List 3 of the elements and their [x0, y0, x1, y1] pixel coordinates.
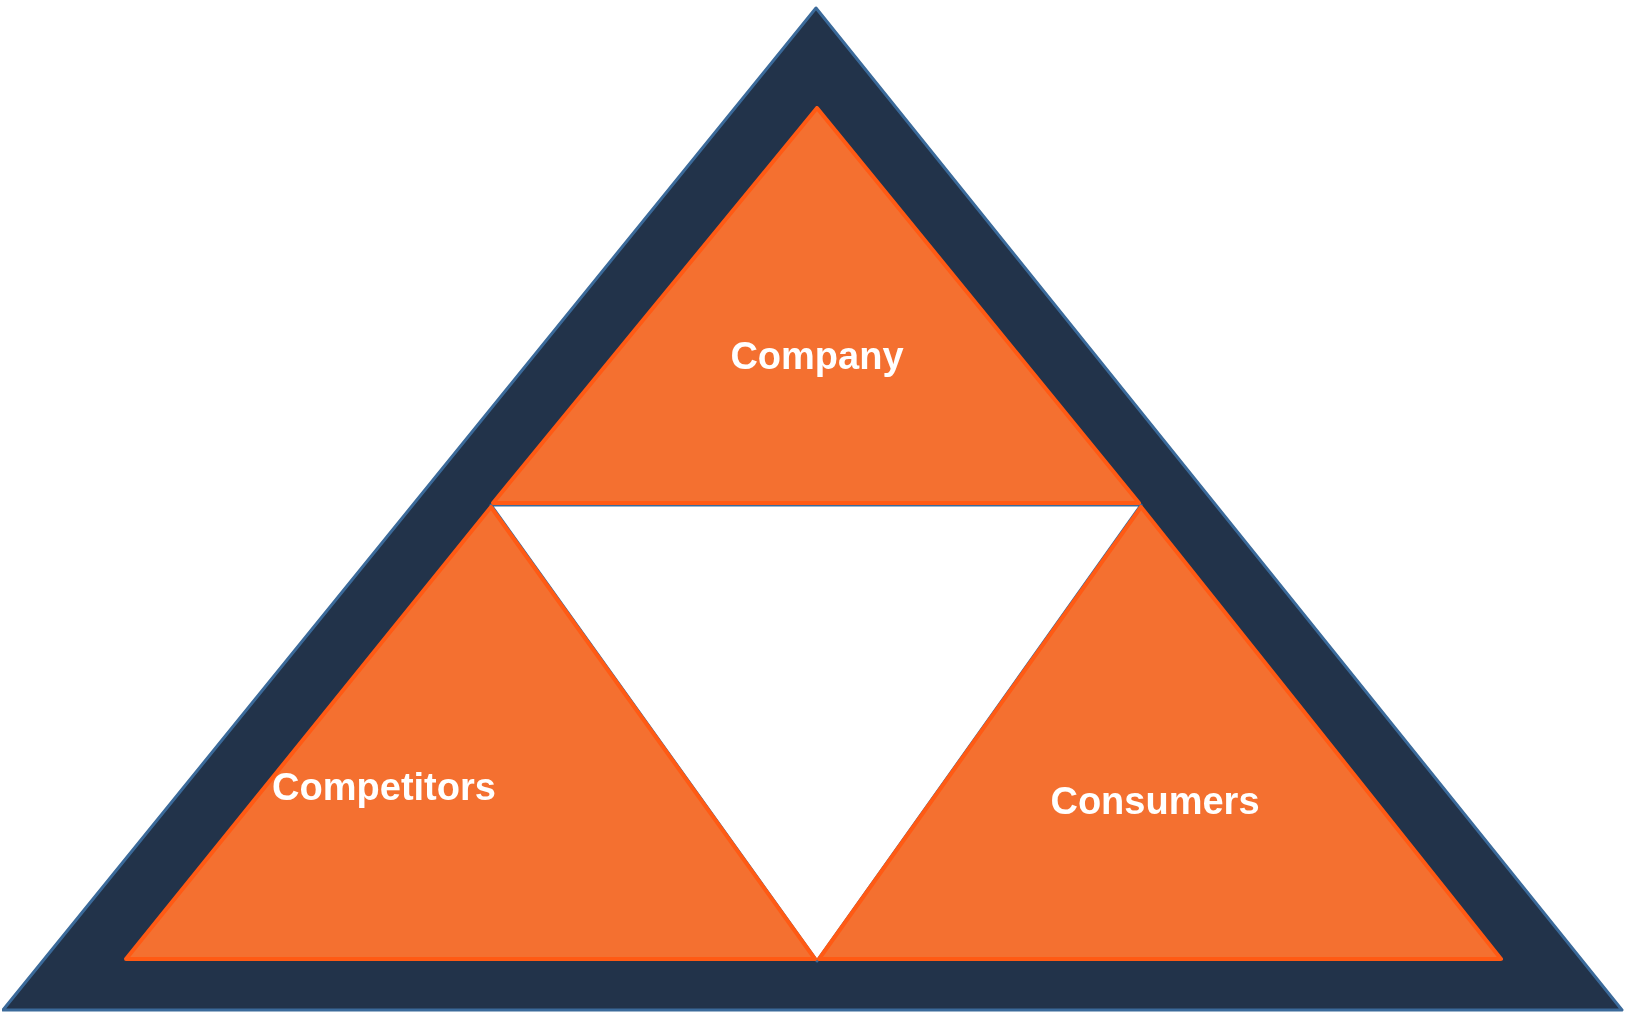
segment-label: Company: [730, 337, 904, 375]
segment-label: Consumers: [1050, 782, 1260, 820]
segment-label: Competitors: [272, 768, 496, 806]
